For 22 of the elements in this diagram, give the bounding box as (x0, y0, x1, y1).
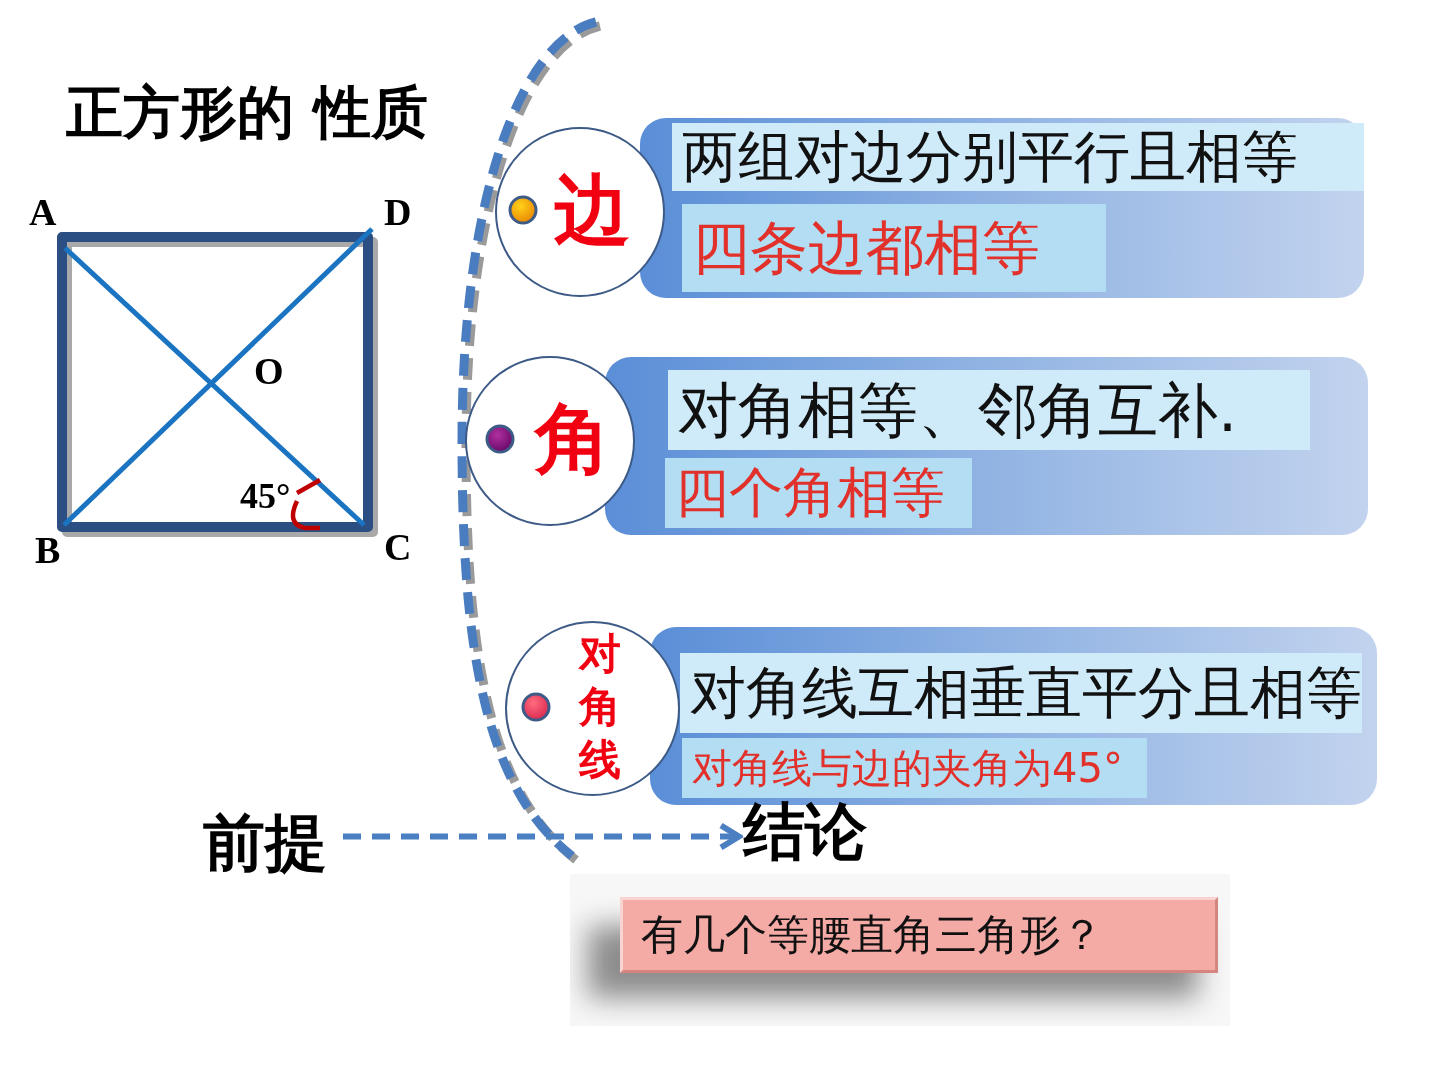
step-label: 结论 (743, 797, 879, 867)
highlight-text: 四个角相等 (665, 458, 972, 528)
highlight-text: 对角线与边的夹角为45° (682, 738, 1147, 798)
center-label: O (254, 352, 284, 390)
topic-text: 对角线 (578, 628, 622, 786)
vertex-label: D (384, 193, 412, 231)
topic-text: 角 (535, 393, 611, 485)
statement-text: 两组对边分别平行且相等 (672, 123, 1364, 191)
vertex-label: A (29, 193, 57, 231)
topic-text: 边 (554, 164, 630, 256)
statement-text: 对角线互相垂直平分且相等 (680, 653, 1362, 733)
dashed-arrow (343, 822, 742, 851)
property-band (640, 118, 1364, 298)
statement-text: 对角相等、邻角互补. (668, 370, 1310, 450)
vertex-label: C (384, 528, 412, 566)
highlight-text: 四条边都相等 (682, 204, 1106, 292)
angle-label: 45° (240, 478, 291, 514)
property-band (605, 357, 1368, 535)
vertex-label: B (35, 531, 61, 569)
step-label: 前提 (203, 806, 339, 880)
question-box: 有几个等腰直角三角形？ (620, 897, 1218, 973)
title: 正方形的 性质 (66, 78, 428, 147)
